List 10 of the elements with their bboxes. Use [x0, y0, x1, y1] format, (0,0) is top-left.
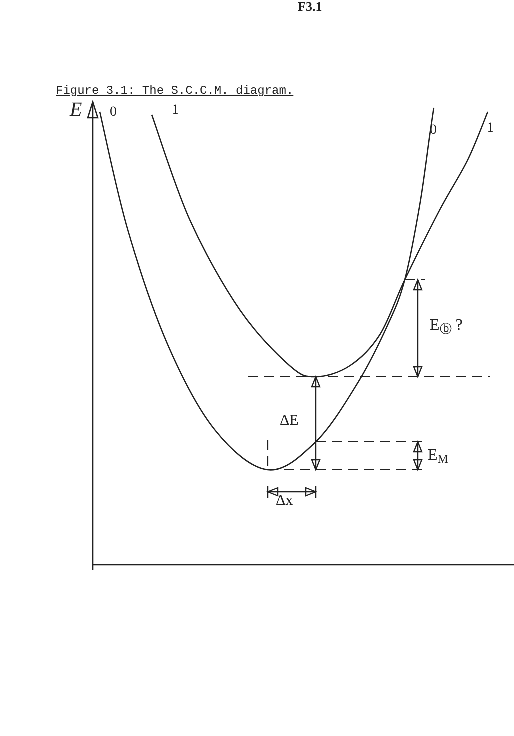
distance-label: Δx [276, 494, 294, 509]
energy-label: E$_{M}$ [428, 448, 448, 464]
page-number: F3.1 [298, 0, 322, 13]
figure-title: Figure 3.1: The S.C.C.M. diagram. [56, 83, 294, 100]
energy-label: ΔE [280, 414, 299, 429]
curve-label: 1 [172, 104, 179, 118]
curve-label: 1 [487, 122, 494, 136]
axis-label: E [70, 100, 82, 120]
curve-label: 0 [110, 106, 117, 120]
energy-label: E$_{ⓑ}$ ? [430, 318, 463, 334]
